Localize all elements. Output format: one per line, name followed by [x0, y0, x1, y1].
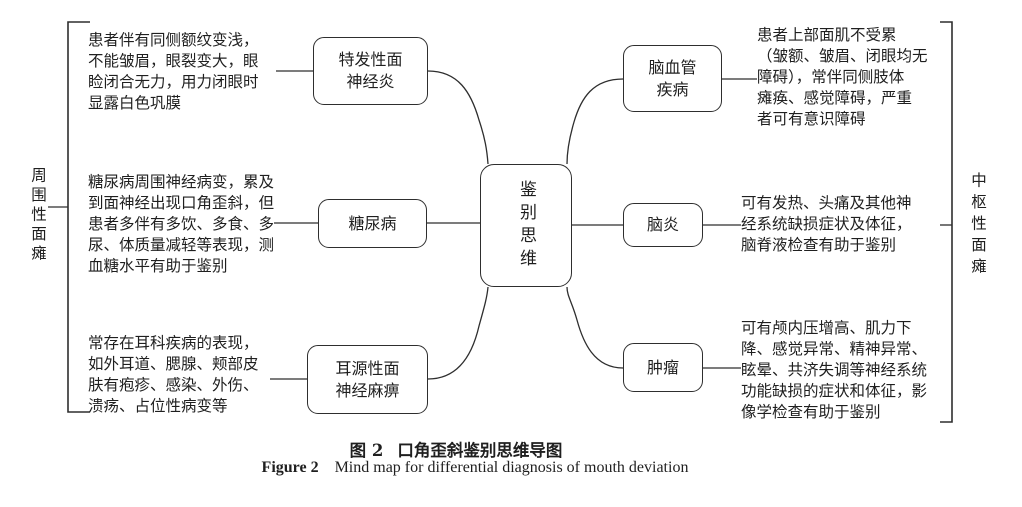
desc-otogenic-facial-paralysis: 常存在耳科疾病的表现， 如外耳道、腮腺、颊部皮 肤有疱疹、感染、外伤、 溃疡、占… [88, 334, 259, 415]
desc-cerebrovascular-disease: 患者上部面肌不受累 （皱额、皱眉、闭眼均无 障碍），常伴同侧肢体 瘫痪、感觉障碍… [757, 26, 928, 128]
desc-diabetes: 糖尿病周围神经病变，累及 到面神经出现口角歪斜，但 患者多伴有多饮、多食、多 尿… [88, 173, 275, 275]
figure-caption-zh-label: 图 2 [349, 441, 384, 460]
curve-idiopathic-center [427, 70, 489, 165]
figure-caption-en-title: Mind map for differential diagnosis of m… [334, 459, 689, 476]
left-bracket-label: 周围性面瘫 [29, 167, 47, 265]
node-cerebrovascular-disease: 脑血管 疾病 [623, 45, 722, 112]
node-idiopathic-facial-neuritis: 特发性面 神经炎 [313, 37, 428, 105]
curve-tumor-center [566, 286, 624, 369]
curve-cerebrovascular-center [566, 78, 624, 165]
node-differential-thinking: 鉴别思维 [480, 164, 572, 287]
left-bracket [67, 21, 90, 413]
curve-otogenic-center [427, 286, 489, 380]
desc-tumor: 可有颅内压增高、肌力下 降、感觉异常、精神异常、 眩晕、共济失调等神经系统 功能… [741, 319, 928, 421]
node-encephalitis: 脑炎 [623, 203, 703, 247]
node-diabetes: 糖尿病 [318, 199, 427, 248]
desc-idiopathic-facial-neuritis: 患者伴有同侧额纹变浅， 不能皱眉，眼裂变大，眼 睑闭合无力，用力闭眼时 显露白色… [88, 31, 259, 112]
figure-caption-zh-title: 口角歪斜鉴别思维导图 [397, 441, 563, 460]
figure-caption-zh: 图 2 口角歪斜鉴别思维导图 [156, 437, 756, 461]
figure-caption-en: Figure 2 Mind map for differential diagno… [175, 459, 775, 477]
desc-encephalitis: 可有发热、头痛及其他神 经系统缺损症状及体征， 脑脊液检查有助于鉴别 [741, 194, 912, 254]
figure-caption-en-label: Figure 2 [261, 459, 319, 476]
node-tumor: 肿瘤 [623, 343, 703, 392]
right-bracket [940, 21, 953, 423]
right-bracket-label: 中枢性面瘫 [969, 172, 987, 280]
node-otogenic-facial-paralysis: 耳源性面 神经麻痹 [307, 345, 428, 414]
